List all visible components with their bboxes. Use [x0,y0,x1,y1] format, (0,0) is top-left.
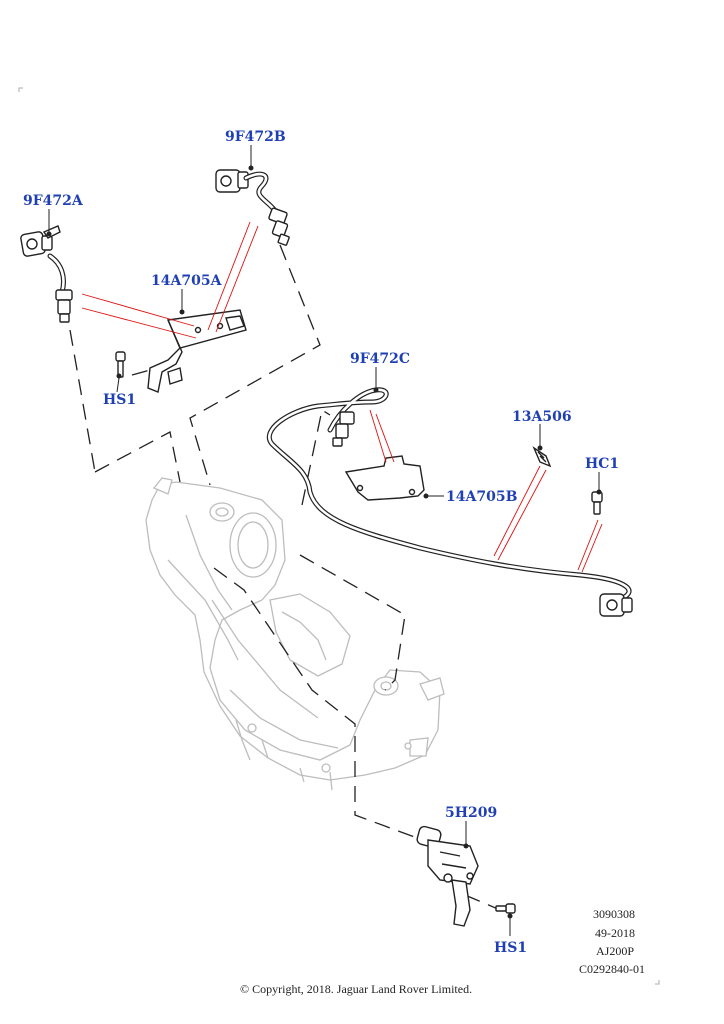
callout-9f472a: 9F472A [23,193,84,209]
illustration-number: 3090308 [593,907,635,921]
clip-hc1 [591,491,603,515]
bolt-lower [495,903,516,914]
callout-14a705a: 14A705A [151,273,223,289]
oxygen-sensor-a [20,225,73,323]
catalytic-converter-ghost [145,477,445,791]
callout-hc1: HC1 [585,456,619,472]
leader-lines [81,221,603,573]
callout-13a506: 13A506 [512,409,572,425]
sensor-module-5h209 [416,825,479,927]
clip-13a506 [532,446,552,468]
copyright-notice: © Copyright, 2018. Jaguar Land Rover Lim… [240,982,472,996]
bracket-a [147,309,247,393]
corner-mark-top-left [18,87,23,92]
bolt-upper [115,351,126,378]
assembly-dash-lines [69,244,506,913]
callout-hs1-lower: HS1 [494,940,527,956]
corner-mark-bottom-right [655,980,660,985]
callout-hs1-upper: HS1 [103,392,136,408]
callout-14a705b: 14A705B [446,489,518,505]
catalog-code: C0292840-01 [579,962,645,976]
date-code: 49-2018 [595,926,635,940]
engine-code: AJ200P [596,944,634,958]
callout-leaders [46,145,602,936]
callout-5h209: 5H209 [445,805,497,821]
oxygen-sensor-c [266,387,633,617]
bracket-b [344,455,425,501]
oxygen-sensor-b [215,169,290,246]
callout-9f472b: 9F472B [225,129,286,145]
callout-9f472c: 9F472C [350,351,410,367]
